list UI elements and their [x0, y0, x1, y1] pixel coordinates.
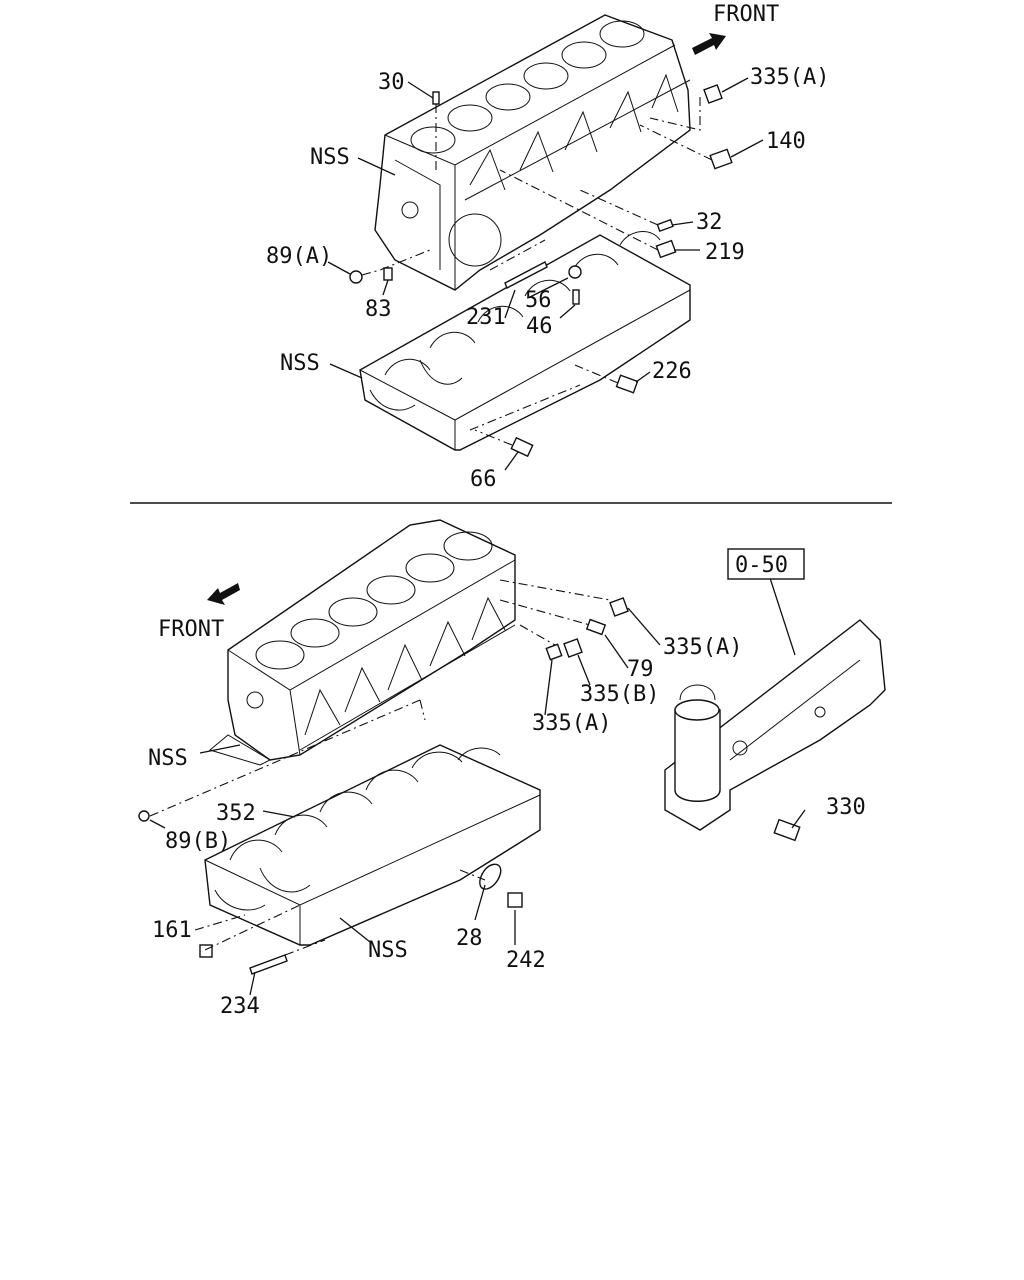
callout-89a: 89(A) — [266, 244, 332, 269]
callout-56: 56 — [525, 288, 552, 313]
callout-335a-bottom-right: 335(A) — [663, 635, 742, 660]
callout-335a-bottom-left: 335(A) — [532, 711, 611, 736]
top-callout-labels: 30 335(A) 140 NSS 32 219 89(A) 83 56 46 … — [266, 65, 829, 492]
top-small-parts — [349, 84, 733, 458]
callout-226: 226 — [652, 359, 692, 384]
callout-330: 330 — [826, 795, 866, 820]
bottom-small-parts — [138, 597, 801, 975]
bottom-cylinder-block — [208, 519, 516, 766]
callout-nss-bottom-block: NSS — [148, 746, 188, 771]
top-leaders — [327, 77, 764, 471]
callout-83: 83 — [365, 297, 392, 322]
callout-234: 234 — [220, 994, 260, 1019]
callout-352: 352 — [216, 801, 256, 826]
bottom-crank-frame — [204, 744, 541, 946]
bottom-leaders — [149, 577, 806, 996]
front-arrow-top-icon — [692, 33, 726, 55]
callout-242: 242 — [506, 948, 546, 973]
callout-nss-top-frame: NSS — [280, 351, 320, 376]
callout-79: 79 — [627, 657, 654, 682]
callout-335a-top: 335(A) — [750, 65, 829, 90]
callout-nss-bottom-frame: NSS — [368, 938, 408, 963]
front-arrow-bottom-icon — [207, 583, 240, 605]
callout-28: 28 — [456, 926, 483, 951]
callout-nss-top-block: NSS — [310, 145, 350, 170]
front-label-bottom: FRONT — [158, 617, 224, 642]
callout-32: 32 — [696, 210, 723, 235]
oil-filter-housing — [664, 619, 886, 831]
callout-219: 219 — [705, 240, 745, 265]
callout-335b: 335(B) — [580, 682, 659, 707]
ref-box-frame — [727, 548, 805, 580]
callout-66: 66 — [470, 467, 497, 492]
callout-231: 231 — [466, 305, 506, 330]
callout-46: 46 — [526, 314, 553, 339]
callout-89b: 89(B) — [165, 829, 231, 854]
callout-30: 30 — [378, 70, 405, 95]
callout-140: 140 — [766, 129, 806, 154]
top-cylinder-block — [374, 14, 691, 291]
front-label-top: FRONT — [713, 2, 779, 27]
bottom-callout-labels: 335(A) 79 335(B) 335(A) NSS 352 89(B) 33… — [148, 635, 866, 1019]
ref-box-label: 0-50 — [735, 553, 788, 578]
callout-161: 161 — [152, 918, 192, 943]
top-crank-frame — [359, 231, 691, 451]
